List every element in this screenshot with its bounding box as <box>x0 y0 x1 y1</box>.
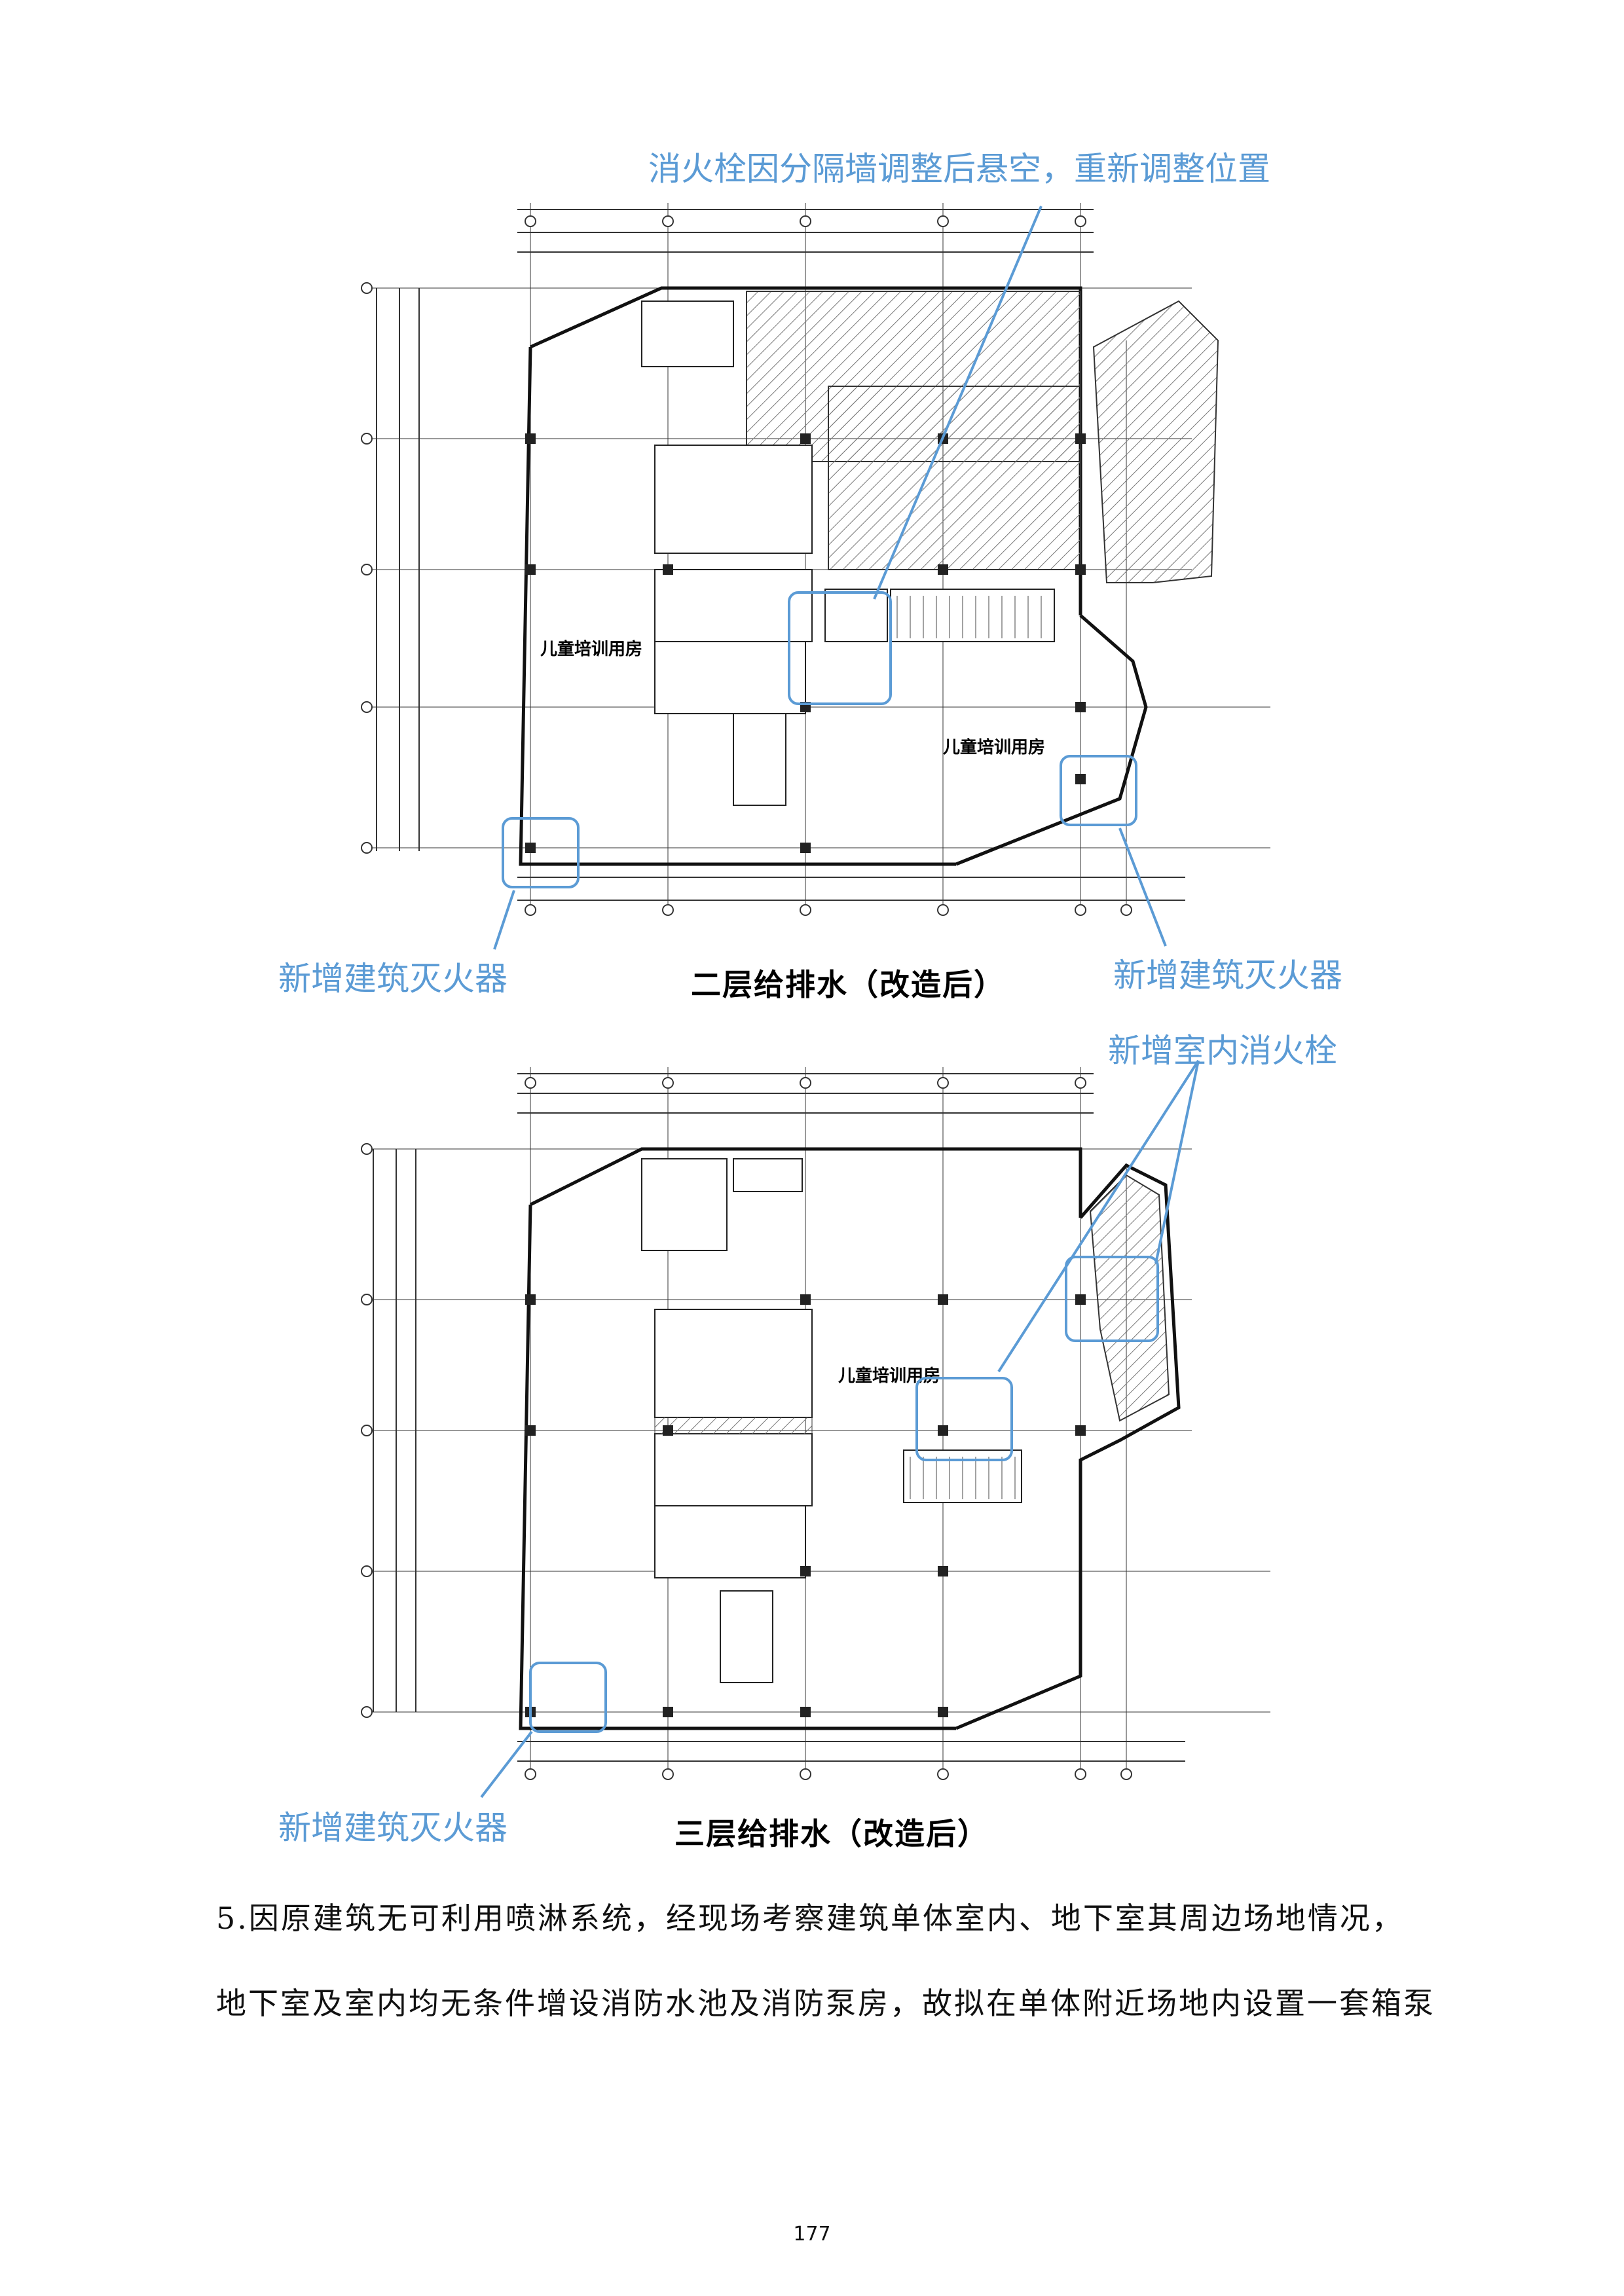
floor2-room-label-2: 儿童培训用房 <box>943 737 1045 757</box>
body-paragraph-line-2: 地下室及室内均无条件增设消防水池及消防泵房，故拟在单体附近场地内设置一套箱泵 <box>216 1986 1435 2021</box>
floor2-caption: 二层给排水（改造后） <box>691 967 1005 1002</box>
floor3-room-label-1: 儿童培训用房 <box>838 1366 940 1386</box>
page-number: 177 <box>793 2223 831 2246</box>
floor3-caption: 三层给排水（改造后） <box>674 1816 989 1851</box>
floor3-plan: 儿童培训用房 <box>361 1067 1270 1780</box>
body-paragraph-line-1: 5.因原建筑无可利用喷淋系统，经现场考察建筑单体室内、地下室其周边场地情况， <box>216 1901 1404 1936</box>
annotation-extinguisher-left-2: 新增建筑灭火器 <box>278 1809 507 1847</box>
annotation-extinguisher-right-1: 新增建筑灭火器 <box>1113 957 1342 994</box>
annotation-extinguisher-left-1: 新增建筑灭火器 <box>278 960 507 998</box>
floor2-room-label-1: 儿童培训用房 <box>540 639 642 659</box>
annotation-hydrant-relocated: 消火栓因分隔墙调整后悬空，重新调整位置 <box>648 150 1270 188</box>
floor2-plan: 儿童培训用房 儿童培训用房 <box>361 203 1270 916</box>
